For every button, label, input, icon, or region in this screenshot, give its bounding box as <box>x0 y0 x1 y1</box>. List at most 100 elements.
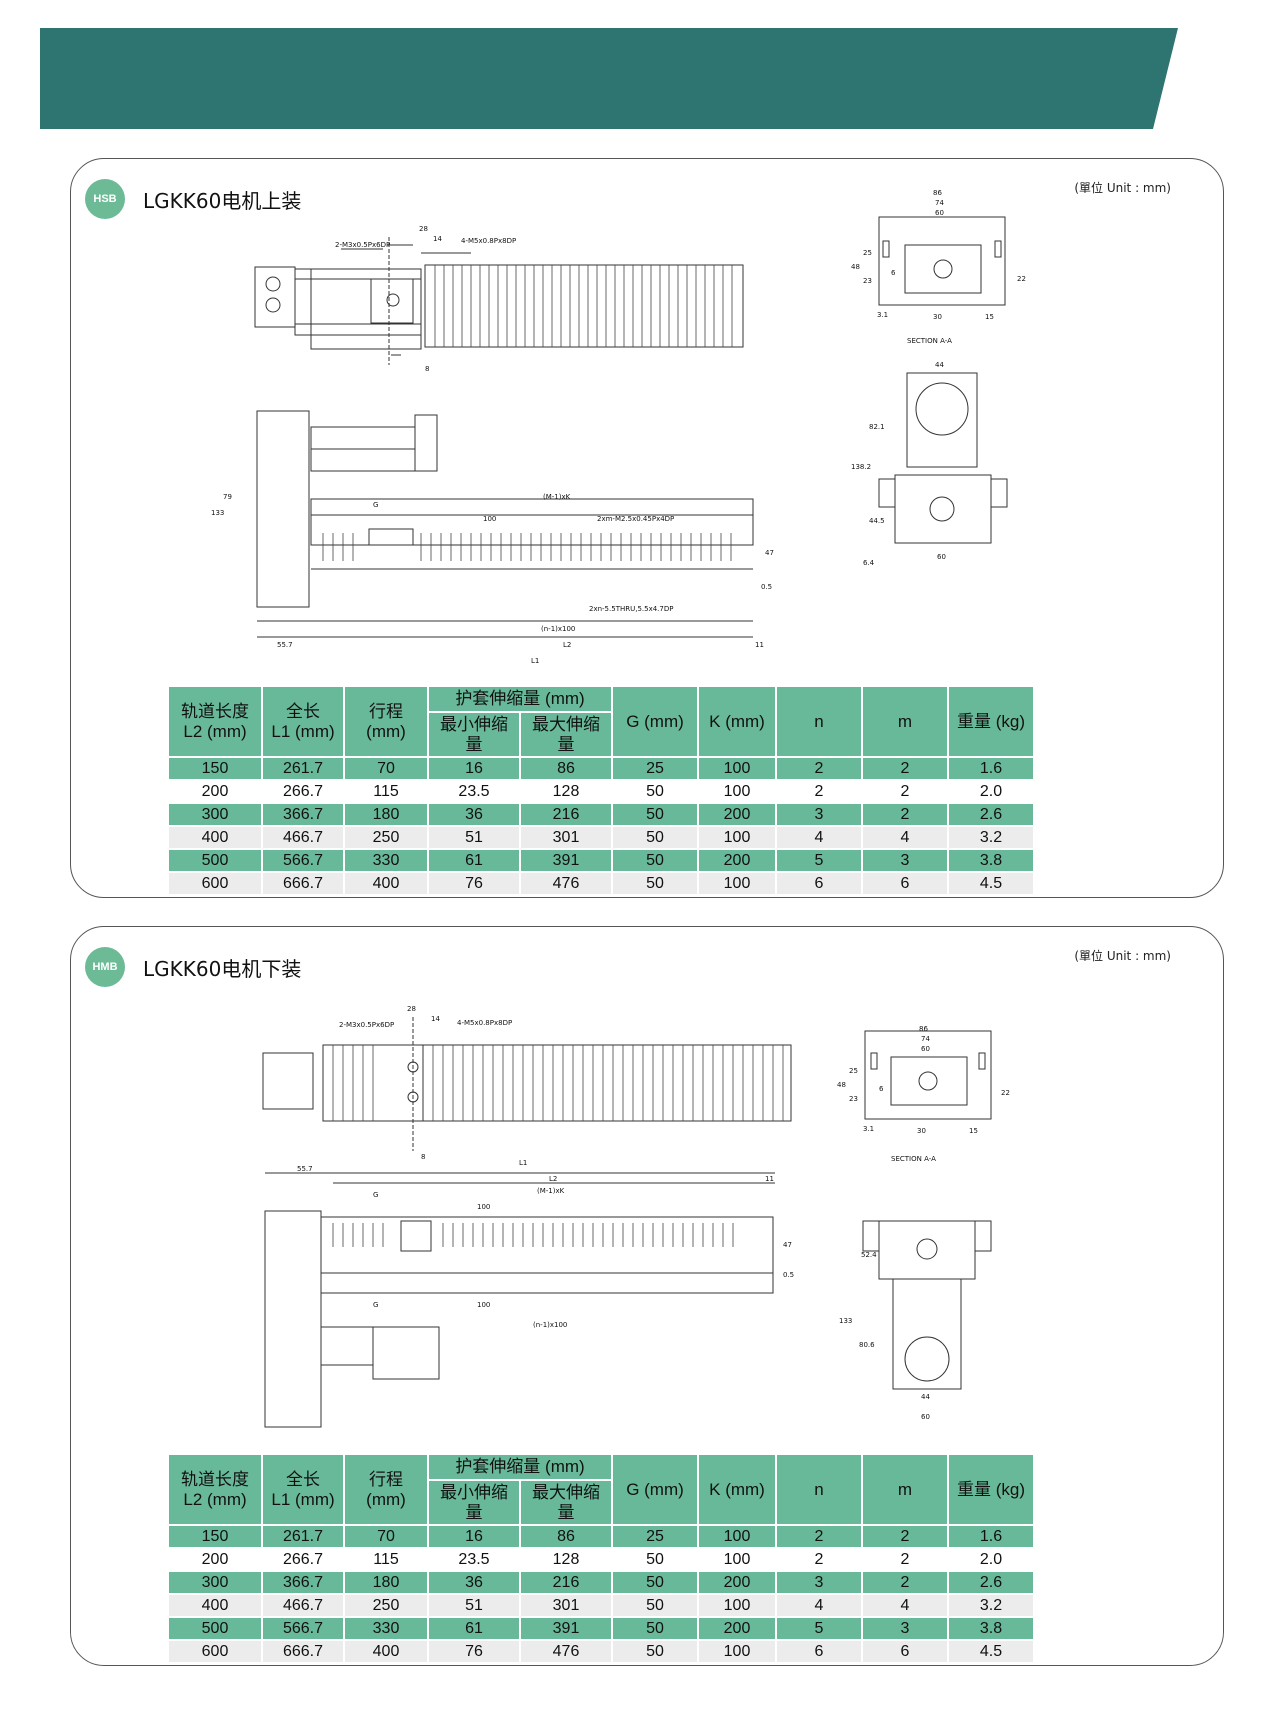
table-cell: 391 <box>521 1618 611 1640</box>
col-header-g: G (mm) <box>613 687 697 757</box>
dim-15: 15 <box>969 1127 978 1135</box>
col-header-m: m <box>863 1455 947 1525</box>
col-header-k: K (mm) <box>699 687 775 757</box>
label-l2: L2 <box>549 1175 557 1183</box>
table-cell: 25 <box>613 1526 697 1548</box>
col-header-bellows-max: 最大伸缩量 <box>521 1481 611 1525</box>
table-cell: 2.6 <box>949 804 1033 826</box>
table-cell: 70 <box>345 758 427 780</box>
col-header-bellows-min: 最小伸缩量 <box>429 1481 519 1525</box>
table-cell: 366.7 <box>263 1572 343 1594</box>
dim-806: 80.6 <box>859 1341 875 1349</box>
table-cell: 3 <box>777 804 861 826</box>
table-cell: 261.7 <box>263 758 343 780</box>
table-cell: 100 <box>699 1641 775 1663</box>
table-cell: 2 <box>863 1526 947 1548</box>
table-cell: 391 <box>521 850 611 872</box>
dim-22: 22 <box>1017 275 1026 283</box>
bellows-top <box>434 265 733 347</box>
col-header-m: m <box>863 687 947 757</box>
dim-11: 11 <box>765 1175 774 1183</box>
table-cell: 566.7 <box>263 850 343 872</box>
table-cell: 61 <box>429 1618 519 1640</box>
dim-25: 25 <box>863 249 872 257</box>
bellows-side <box>322 533 732 561</box>
dim-14: 14 <box>431 1015 440 1023</box>
table-cell: 23.5 <box>429 781 519 803</box>
dim-60: 60 <box>935 209 944 217</box>
dim-100b: 100 <box>477 1301 490 1309</box>
table-cell: 1.6 <box>949 1526 1033 1548</box>
table-cell: 2.6 <box>949 1572 1033 1594</box>
dim-6: 6 <box>879 1085 884 1093</box>
section-badge: HMB <box>85 947 125 987</box>
table-cell: 76 <box>429 1641 519 1663</box>
label-m5: 4-M5x0.8Px8DP <box>461 237 516 245</box>
table-cell: 115 <box>345 781 427 803</box>
table-cell: 50 <box>613 850 697 872</box>
label-mk: (M-1)xK <box>543 493 571 501</box>
table-cell: 216 <box>521 804 611 826</box>
col-header-g: G (mm) <box>613 1455 697 1525</box>
dim-60b: 60 <box>937 553 946 561</box>
header-banner <box>40 28 1178 129</box>
dim-28: 28 <box>407 1005 416 1013</box>
table-cell: 50 <box>613 781 697 803</box>
dim-15: 15 <box>985 313 994 321</box>
table-cell: 4 <box>777 827 861 849</box>
table-cell: 400 <box>345 873 427 895</box>
table-cell: 301 <box>521 1595 611 1617</box>
dim-23: 23 <box>849 1095 858 1103</box>
table-cell: 100 <box>699 758 775 780</box>
dim-60b: 60 <box>921 1413 930 1421</box>
table-cell: 566.7 <box>263 1618 343 1640</box>
label-g2: G <box>373 1301 378 1309</box>
table-cell: 1.6 <box>949 758 1033 780</box>
table-cell: 23.5 <box>429 1549 519 1571</box>
table-cell: 2 <box>777 1526 861 1548</box>
dim-100: 100 <box>477 1203 490 1211</box>
label-m3: 2-M3x0.5Px6DP <box>335 241 390 249</box>
col-header-n: n <box>777 687 861 757</box>
header-line: 轨道长度 <box>181 1470 249 1489</box>
table-cell: 200 <box>169 781 261 803</box>
dim-6: 6 <box>891 269 896 277</box>
table-cell: 100 <box>699 827 775 849</box>
table-cell: 100 <box>699 781 775 803</box>
table-cell: 266.7 <box>263 1549 343 1571</box>
table-cell: 200 <box>699 804 775 826</box>
label-l2: L2 <box>563 641 571 649</box>
table-cell: 301 <box>521 827 611 849</box>
dim-74: 74 <box>921 1035 930 1043</box>
table-cell: 3.2 <box>949 827 1033 849</box>
table-cell: 16 <box>429 1526 519 1548</box>
table-cell: 100 <box>699 1595 775 1617</box>
table-cell: 150 <box>169 758 261 780</box>
dim-100: 100 <box>483 515 496 523</box>
table-cell: 4 <box>863 827 947 849</box>
table-cell: 3 <box>777 1572 861 1594</box>
col-header-stroke: 行程(mm) <box>345 687 427 757</box>
side-view <box>256 410 754 638</box>
dim-557: 55.7 <box>297 1165 313 1173</box>
table-cell: 5 <box>777 1618 861 1640</box>
table-cell: 200 <box>169 1549 261 1571</box>
table-cell: 180 <box>345 1572 427 1594</box>
dim-445: 44.5 <box>869 517 885 525</box>
dim-30: 30 <box>933 313 942 321</box>
table-cell: 4 <box>863 1595 947 1617</box>
table-cell: 4.5 <box>949 873 1033 895</box>
label-m25: 2xm-M2.5x0.45Px4DP <box>597 515 674 523</box>
dim-23: 23 <box>863 277 872 285</box>
dim-74: 74 <box>935 199 944 207</box>
table-cell: 261.7 <box>263 1526 343 1548</box>
